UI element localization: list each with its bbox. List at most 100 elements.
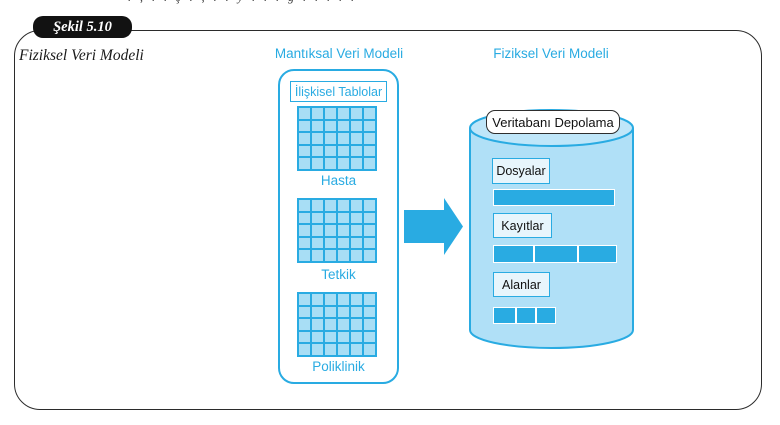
- table-cell: [338, 158, 349, 169]
- table-cell: [325, 158, 336, 169]
- table-cell: [325, 344, 336, 355]
- table-cell: [312, 108, 323, 119]
- table-cell: [299, 212, 310, 224]
- table-cell: [351, 145, 362, 157]
- files-bar-row: [493, 189, 615, 206]
- fields-bar-row: [493, 307, 556, 324]
- table-cell: [299, 331, 310, 343]
- table-cell: [338, 133, 349, 144]
- table-label-hasta: Hasta: [320, 173, 357, 188]
- database-storage-label: Veritabanı Depolama: [486, 110, 620, 134]
- table-cell: [351, 306, 362, 318]
- table-cell: [364, 331, 375, 343]
- table-cell: [364, 133, 375, 144]
- table-cell: [325, 200, 336, 211]
- records-bar-row: [493, 245, 617, 263]
- records-label: Kayıtlar: [493, 213, 552, 238]
- storage-bar-segment: [516, 307, 536, 324]
- table-cell: [299, 344, 310, 355]
- storage-bar-segment: [493, 245, 534, 263]
- table-cell: [364, 145, 375, 157]
- table-cell: [312, 250, 323, 261]
- table-cell: [364, 294, 375, 305]
- table-cell: [338, 145, 349, 157]
- storage-bar-segment: [493, 189, 615, 206]
- table-cell: [364, 306, 375, 318]
- table-cell: [325, 133, 336, 144]
- table-grid-tetkik: [297, 198, 377, 263]
- figure-caption: Fiziksel Veri Modeli: [19, 47, 144, 64]
- table-cell: [325, 250, 336, 261]
- table-cell: [325, 120, 336, 132]
- table-cell: [338, 225, 349, 236]
- table-cell: [312, 306, 323, 318]
- relational-tables-label: İlişkisel Tablolar: [290, 81, 387, 102]
- logical-model-panel: İlişkisel Tablolar Hasta Tetkik Poliklin…: [278, 69, 399, 384]
- storage-bar-segment: [493, 307, 516, 324]
- table-cell: [312, 133, 323, 144]
- table-cell: [325, 331, 336, 343]
- table-cell: [325, 306, 336, 318]
- table-cell: [351, 294, 362, 305]
- files-label: Dosyalar: [492, 158, 550, 184]
- table-cell: [299, 237, 310, 249]
- table-grid-poliklinik: [297, 292, 377, 357]
- table-cell: [351, 319, 362, 330]
- table-cell: [325, 145, 336, 157]
- table-cell: [299, 133, 310, 144]
- table-cell: [299, 108, 310, 119]
- table-cell: [299, 250, 310, 261]
- table-cell: [299, 294, 310, 305]
- table-cell: [325, 225, 336, 236]
- table-label-poliklinik: Poliklinik: [312, 359, 365, 374]
- table-cell: [338, 344, 349, 355]
- table-cell: [312, 344, 323, 355]
- table-label-tetkik: Tetkik: [321, 267, 356, 282]
- table-cell: [364, 120, 375, 132]
- table-cell: [351, 344, 362, 355]
- fields-label: Alanlar: [493, 272, 550, 297]
- logical-model-heading: Mantıksal Veri Modeli: [274, 46, 404, 61]
- table-cell: [351, 133, 362, 144]
- table-cell: [312, 331, 323, 343]
- cropped-text: . , . . ş . , . . y . . . g . . . . .: [128, 0, 648, 5]
- table-cell: [351, 120, 362, 132]
- table-cell: [299, 225, 310, 236]
- table-cell: [325, 319, 336, 330]
- table-cell: [364, 237, 375, 249]
- table-cell: [364, 212, 375, 224]
- table-cell: [325, 237, 336, 249]
- table-cell: [338, 108, 349, 119]
- table-cell: [364, 344, 375, 355]
- table-cell: [312, 212, 323, 224]
- table-cell: [338, 200, 349, 211]
- table-cell: [351, 250, 362, 261]
- figure-tab-label: Şekil 5.10: [53, 18, 112, 35]
- table-cell: [299, 145, 310, 157]
- table-cell: [325, 108, 336, 119]
- table-cell: [299, 200, 310, 211]
- physical-model-heading: Fiziksel Veri Modeli: [493, 46, 609, 61]
- table-cell: [364, 200, 375, 211]
- table-cell: [325, 294, 336, 305]
- table-cell: [312, 145, 323, 157]
- table-cell: [351, 331, 362, 343]
- table-cell: [338, 212, 349, 224]
- table-cell: [364, 158, 375, 169]
- table-grid-hasta: [297, 106, 377, 171]
- table-cell: [351, 108, 362, 119]
- table-cell: [364, 250, 375, 261]
- table-cell: [351, 200, 362, 211]
- table-cell: [338, 237, 349, 249]
- table-cell: [364, 319, 375, 330]
- table-cell: [338, 120, 349, 132]
- storage-bar-segment: [534, 245, 578, 263]
- table-cell: [299, 319, 310, 330]
- table-cell: [312, 200, 323, 211]
- table-cell: [351, 237, 362, 249]
- table-cell: [351, 158, 362, 169]
- table-cell: [351, 212, 362, 224]
- table-cell: [312, 294, 323, 305]
- table-cell: [338, 319, 349, 330]
